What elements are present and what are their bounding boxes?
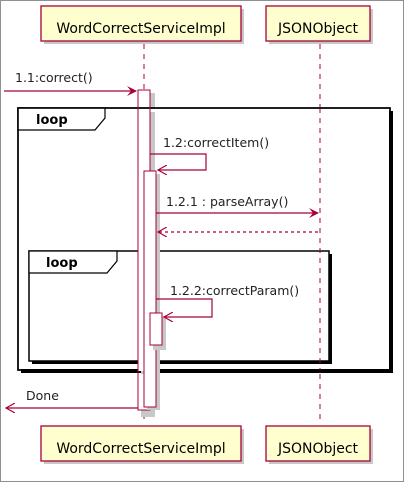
participant-label: JSONObject [277,21,359,37]
participant-jsonobject-bottom: JSONObject [265,425,373,464]
activation-correctparam-body [149,312,163,346]
message-correct: 1.1:correct() [4,70,137,96]
participant-label: WordCorrectServiceImpl [56,441,225,457]
participant-label: JSONObject [277,441,359,457]
message-correctparam: 1.2.2:correctParam() [156,283,299,317]
loop-fragment-outer-frame [17,107,391,371]
fragment-keyword: loop [46,256,78,271]
participant-label: WordCorrectServiceImpl [56,21,225,37]
message-done: Done [6,388,138,408]
message-label: 1.2:correctItem() [163,135,269,150]
participant-wordcorrectserviceimpl-bottom: WordCorrectServiceImpl [40,425,244,464]
activation-correctitem-body [143,170,157,408]
message-label: Done [26,388,59,403]
participant-jsonobject-top: JSONObject [265,5,373,44]
fragment-keyword: loop [36,113,68,128]
message-label: 1.2.2:correctParam() [170,283,299,298]
loop-fragment-inner-tab [28,250,118,274]
message-parsearray: 1.2.1 : parseArray() [156,194,319,218]
message-label: 1.1:correct() [15,70,93,85]
participant-wordcorrectserviceimpl-top: WordCorrectServiceImpl [40,5,244,44]
message-correctitem: 1.2:correctItem() [150,135,269,170]
message-label: 1.2.1 : parseArray() [166,194,288,209]
